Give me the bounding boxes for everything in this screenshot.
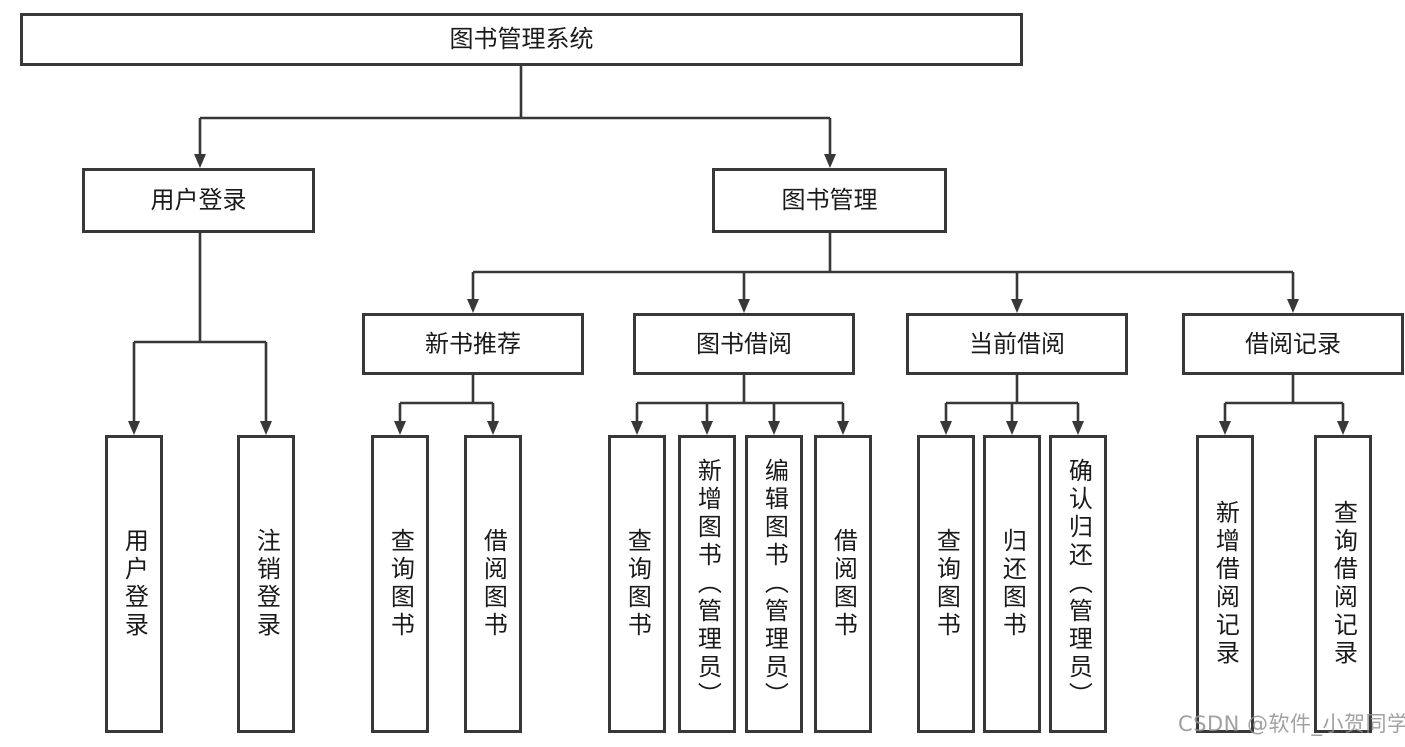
- node-borrow-record: 借阅记录: [1182, 313, 1404, 375]
- leaf-logout: 注销登录: [237, 435, 295, 733]
- node-new-book-recommend: 新书推荐: [362, 313, 584, 375]
- leaf-borrow-query-book: 查询图书: [608, 435, 666, 733]
- node-library-system: 图书管理系统: [20, 13, 1023, 66]
- leaf-user-login: 用户登录: [105, 435, 163, 733]
- leaf-borrow-book: 借阅图书: [814, 435, 872, 733]
- node-book-borrow: 图书借阅: [633, 313, 855, 375]
- leaf-add-borrow-record: 新增借阅记录: [1196, 435, 1254, 733]
- leaf-return-book: 归还图书: [983, 435, 1041, 733]
- watermark-text: CSDN @软件_小贺同学: [1178, 712, 1405, 736]
- leaf-query-borrow-record: 查询借阅记录: [1314, 435, 1372, 733]
- node-current-borrow: 当前借阅: [906, 313, 1128, 375]
- node-user-login: 用户登录: [82, 168, 315, 233]
- leaf-edit-book-admin: 编辑图书（管理员）: [745, 435, 803, 733]
- leaf-recommend-query-book: 查询图书: [371, 435, 429, 733]
- node-book-management: 图书管理: [712, 168, 947, 233]
- leaf-current-query-book: 查询图书: [917, 435, 975, 733]
- leaf-recommend-borrow-book: 借阅图书: [464, 435, 522, 733]
- leaf-confirm-return-admin: 确认归还（管理员）: [1049, 435, 1107, 733]
- leaf-add-book-admin: 新增图书（管理员）: [678, 435, 736, 733]
